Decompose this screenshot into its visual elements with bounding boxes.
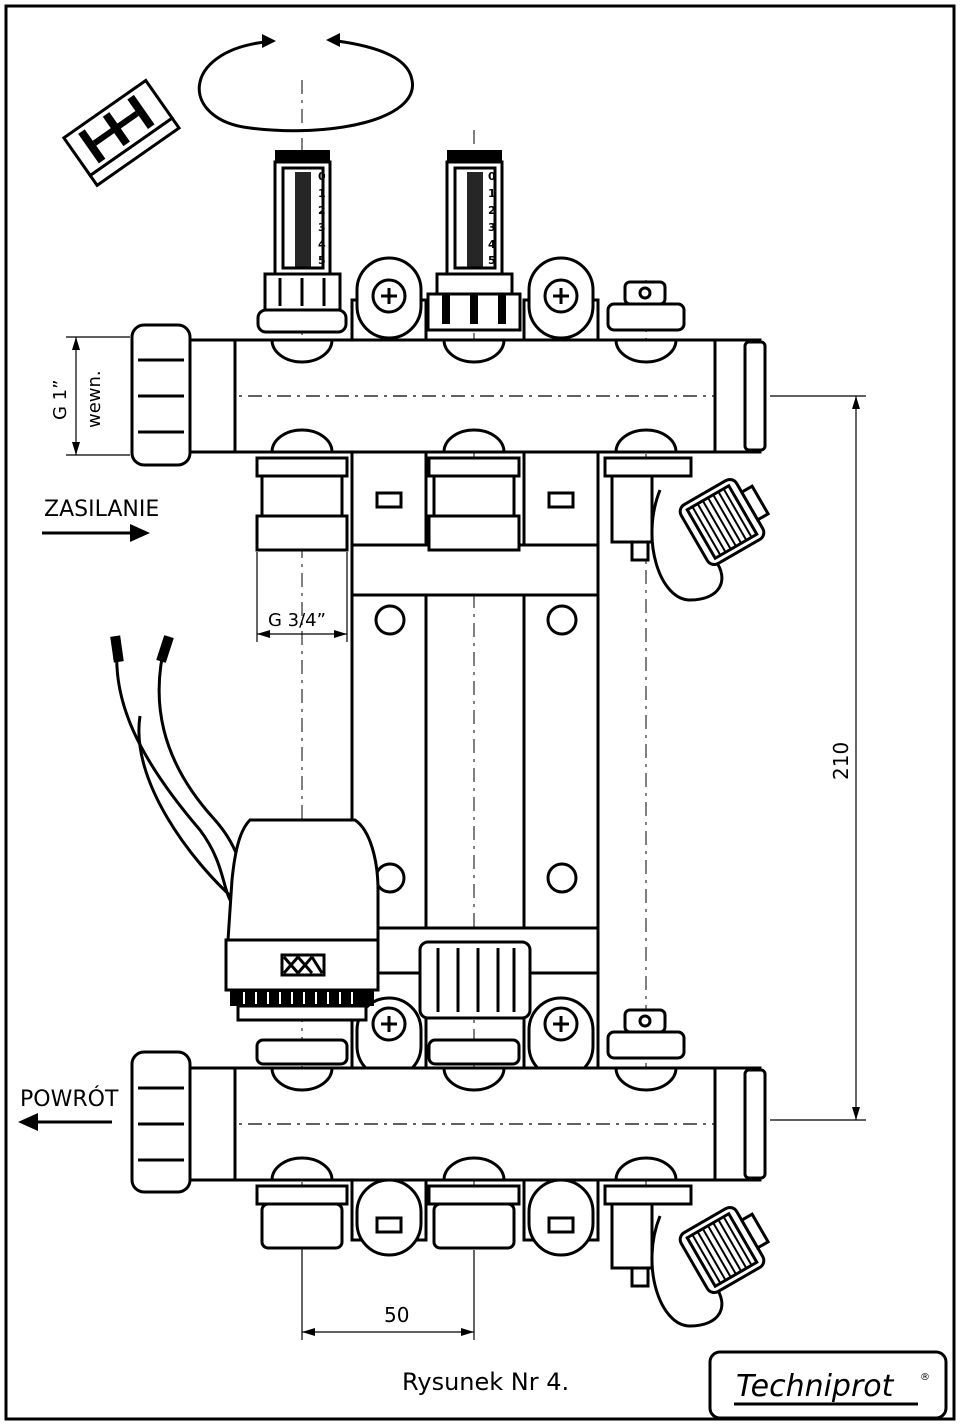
flowmeter-2-scale-1: 1 — [488, 187, 496, 200]
supply-outlet-2 — [427, 456, 521, 552]
drain-valve-bottom — [603, 1184, 771, 1328]
inlet-thread-dimension: G 1” wewn. — [50, 336, 130, 456]
flowmeter-1-scale-2: 2 — [318, 204, 326, 217]
supply-outlet-1 — [255, 456, 349, 552]
outlet-thread-label: G 3/4” — [268, 610, 326, 631]
service-key-icon — [61, 78, 182, 188]
height-dimension: 210 — [770, 395, 866, 1121]
supply-manifold — [130, 323, 770, 467]
air-vent-top — [606, 280, 686, 332]
logo-registered-mark: ® — [920, 1372, 930, 1383]
inlet-thread-label: G 1” — [50, 380, 71, 420]
figure-title: Rysunek Nr 4. — [402, 1368, 569, 1396]
return-manifold — [130, 1038, 770, 1194]
flowmeter-1-scale-3: 3 — [318, 221, 326, 234]
flowmeter-2-scale-2: 2 — [488, 204, 496, 217]
outlet-thread-dimension: G 3/4” — [256, 552, 348, 642]
valve-handwheel — [418, 940, 532, 1020]
flowmeter-1-scale-1: 1 — [318, 187, 326, 200]
flowmeter-2-scale-5: 5 — [488, 254, 496, 267]
spacing-dimension: 50 — [301, 1250, 475, 1340]
rotation-arrow — [197, 33, 414, 133]
return-label: POWRÓT — [20, 1086, 119, 1112]
supply-label: ZASILANIE — [44, 497, 159, 522]
height-dimension-label: 210 — [829, 742, 853, 780]
flowmeter-1: 0 1 2 3 4 5 — [256, 150, 348, 334]
flowmeter-2-scale-3: 3 — [488, 221, 496, 234]
flowmeter-1-scale-0: 0 — [318, 170, 326, 183]
logo-text: Techniprot — [736, 1369, 895, 1404]
return-outlet-1 — [255, 1184, 349, 1250]
air-vent-bottom — [606, 1008, 686, 1060]
flowmeter-2-scale-0: 0 — [488, 170, 496, 183]
flowmeter-1-scale-5: 5 — [318, 254, 326, 267]
techniprot-logo: Techniprot ® — [708, 1350, 948, 1420]
flowmeter-2: 0 1 2 3 4 5 — [426, 150, 522, 332]
spacing-dimension-label: 50 — [384, 1303, 409, 1327]
drain-valve-top — [603, 456, 771, 602]
flowmeter-2-scale-4: 4 — [488, 238, 496, 251]
return-outlet-2 — [427, 1184, 521, 1250]
flowmeter-1-scale-4: 4 — [318, 238, 326, 251]
inlet-thread-note: wewn. — [84, 370, 105, 428]
return-flow-arrow: POWRÓT — [18, 1086, 119, 1131]
page-frame — [4, 4, 956, 1421]
supply-flow-arrow: ZASILANIE — [42, 497, 159, 542]
thermoelectric-actuator — [110, 635, 380, 1022]
